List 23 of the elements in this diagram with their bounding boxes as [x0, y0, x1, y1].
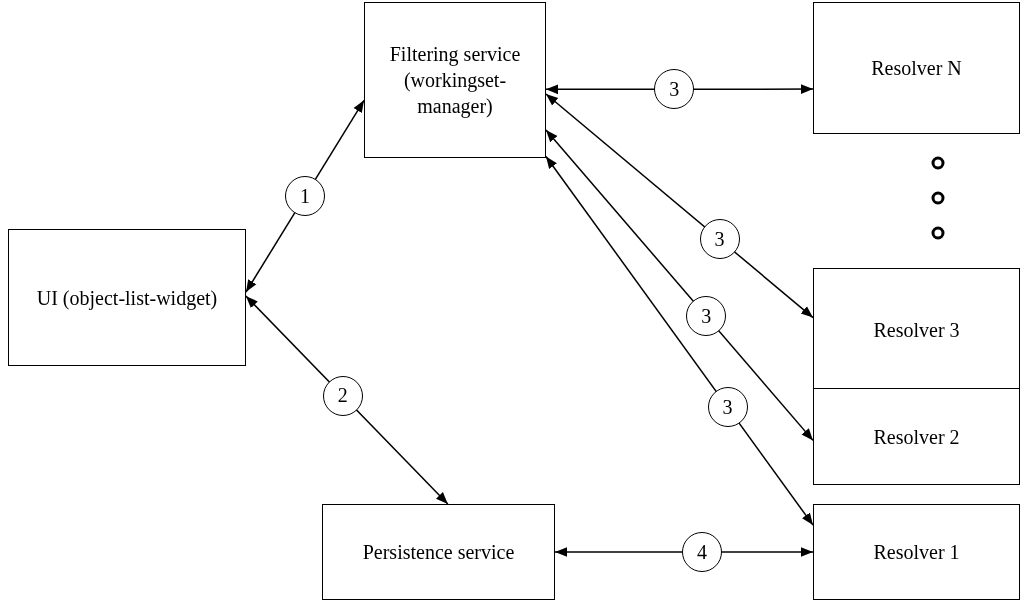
arrow [545, 93, 814, 319]
process-box [813, 388, 1020, 485]
arrow [545, 129, 814, 442]
edge-label: 3 [686, 296, 727, 337]
process-box [364, 2, 546, 158]
arrow [545, 155, 814, 526]
edge-label: 4 [682, 532, 723, 572]
edge-label: 3 [707, 387, 748, 428]
node-label: Resolver 2 [872, 424, 961, 450]
node-label: Persistence service [361, 540, 516, 565]
edge-label: 3 [654, 69, 695, 110]
edge-label: 2 [322, 375, 363, 416]
process-box [813, 2, 1020, 134]
process-box [322, 504, 555, 600]
edge-label: 3 [699, 219, 740, 260]
node-label: Resolver N [870, 56, 963, 81]
node-label: Filtering service (workingset-manager) [388, 42, 522, 119]
edge-label: 1 [285, 176, 325, 217]
node-label: Resolver 3 [872, 318, 961, 343]
node-label: UI (object-list-widget) [35, 285, 219, 311]
process-box [813, 504, 1020, 600]
process-box [8, 229, 246, 366]
node-label: Resolver 1 [872, 540, 961, 565]
